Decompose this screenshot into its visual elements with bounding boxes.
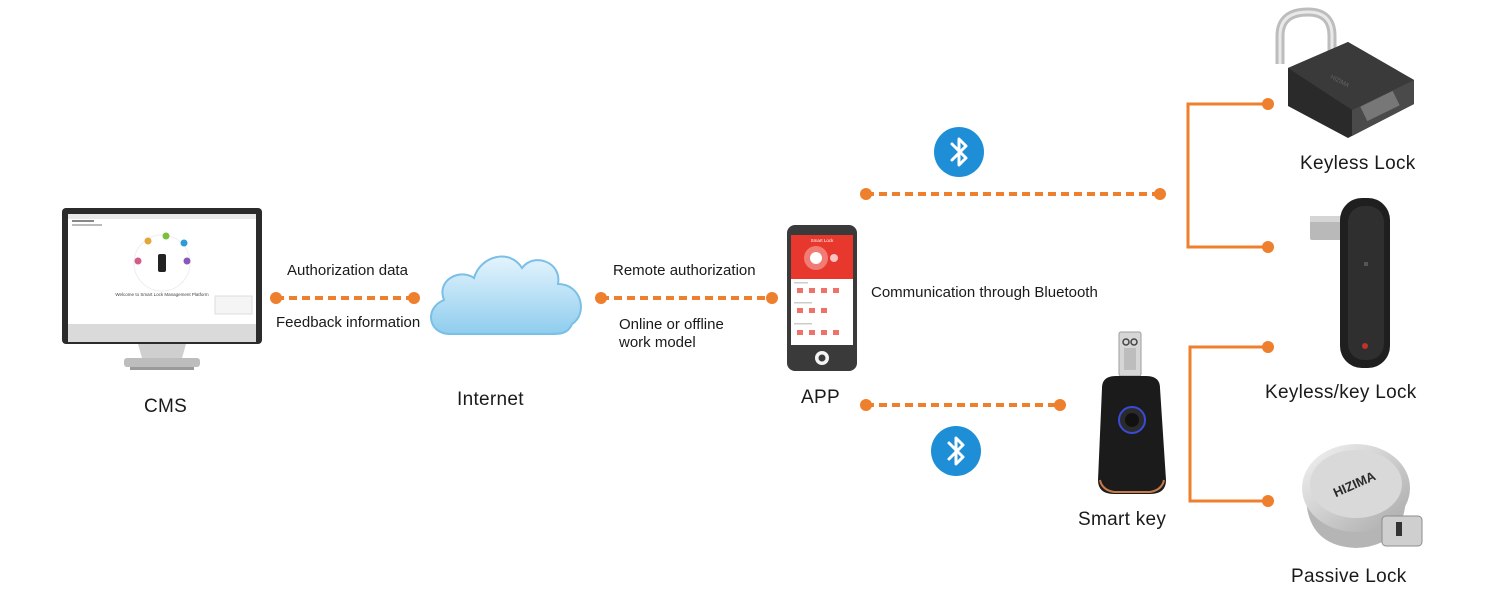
remote-authorization-label: Remote authorization (613, 262, 756, 279)
phone-app-image: Smart Lock (787, 225, 857, 371)
keyless-key-lock-label: Keyless/key Lock (1265, 382, 1417, 403)
online-offline-label: Online or offline work model (619, 316, 724, 351)
cms-screen-text: Welcome to Smart Lock Management Platfor… (115, 292, 208, 297)
passive-lock-image: HIZIMA (1302, 444, 1423, 548)
authorization-data-label: Authorization data (287, 262, 408, 279)
smartkey-branch (1188, 345, 1268, 503)
bluetooth-icon (931, 426, 981, 476)
feedback-information-label: Feedback information (276, 314, 421, 331)
bluetooth-icon (934, 127, 984, 177)
keyless-padlock-image: HIZIMA (1275, 7, 1414, 138)
keyless-key-lock-image (1310, 198, 1390, 368)
cms-monitor-image: Welcome to Smart Lock Management Platfor… (62, 208, 262, 370)
internet-label: Internet (457, 389, 524, 410)
passive-lock-label: Passive Lock (1291, 566, 1407, 587)
smart-key-image (1098, 331, 1166, 494)
keyless-branch (1186, 102, 1268, 249)
phone-app-title: Smart Lock (811, 238, 835, 243)
smart-key-label: Smart key (1078, 509, 1167, 530)
keyless-lock-label: Keyless Lock (1300, 153, 1416, 174)
app-label: APP (801, 387, 840, 408)
cms-label: CMS (144, 396, 188, 417)
bluetooth-communication-label: Communication through Bluetooth (871, 284, 1098, 301)
internet-cloud-icon (430, 255, 582, 335)
